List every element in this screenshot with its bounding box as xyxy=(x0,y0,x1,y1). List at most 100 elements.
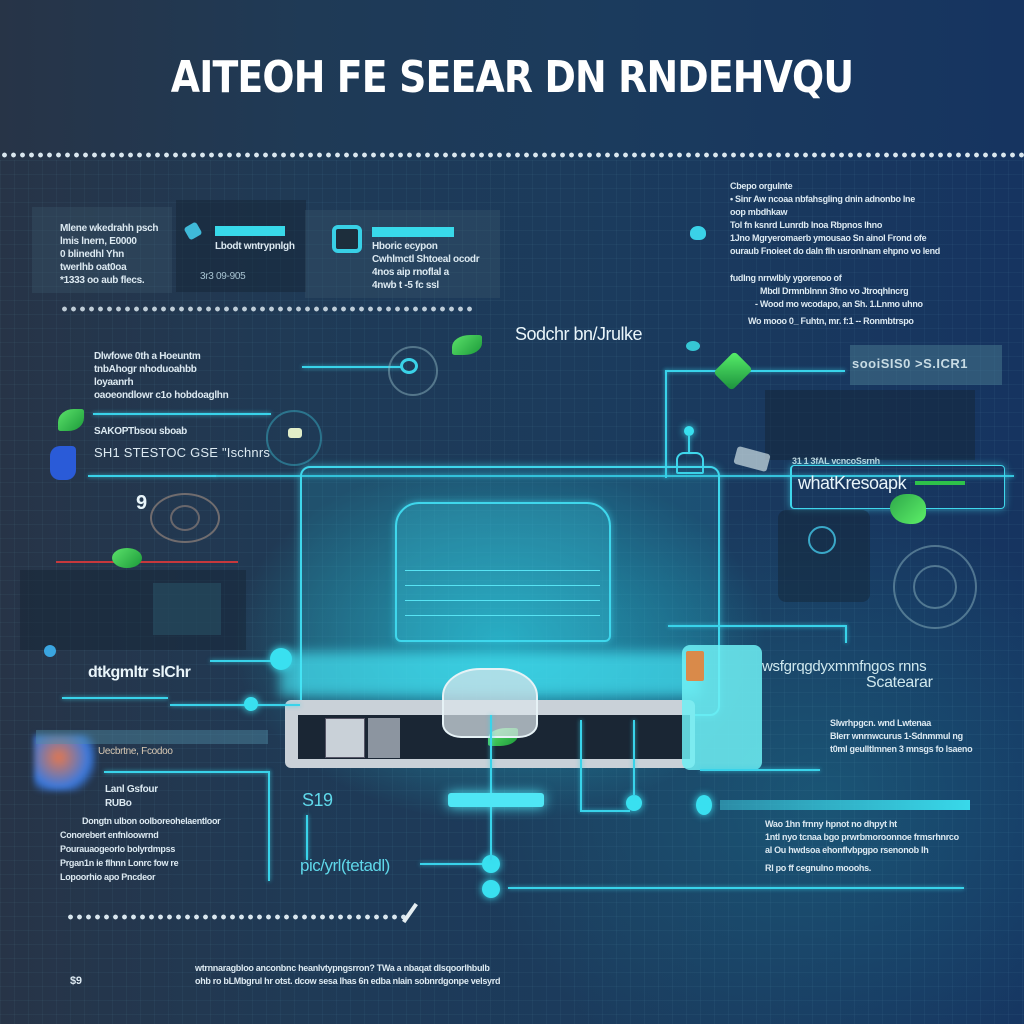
text-line: 1ntl nyo tcnaa bgo prwrbmoroonnoe frmsrh… xyxy=(765,832,959,842)
radar-icon xyxy=(893,545,977,629)
footer-page-mark: $9 xyxy=(70,975,82,987)
text-line: ouraub Fnoieet do daln flh usronlnam ehp… xyxy=(730,246,941,256)
left-bottom-sub1: Lanl Gsfour xyxy=(105,784,158,795)
leaf-icon xyxy=(452,335,482,355)
right-label-sub: 31 1 3fAL vcncoSsrnh xyxy=(792,456,880,466)
right-monitor-panel xyxy=(765,390,975,460)
left-bottom-sub2: RUBo xyxy=(105,798,132,809)
text-line: tnbAhogr nhoduoahbb xyxy=(94,364,197,375)
connector-line xyxy=(302,366,402,368)
connector-line xyxy=(268,771,270,881)
green-progress-bar xyxy=(915,481,965,485)
text-line: Blerr wnrnwcurus 1-Sdnmmul ng xyxy=(830,731,963,741)
node-dot xyxy=(482,855,500,873)
center-bottom-label: pic/yrl(tetadl) xyxy=(300,856,390,875)
gear-ring-icon xyxy=(388,346,438,396)
connector-line xyxy=(420,863,486,865)
left-mid-block: Dlwfowe 0th a Hoeuntm tnbAhogr nhoduoahb… xyxy=(94,350,229,402)
text-line: fudlng nrrwlbly ygorenoo of xyxy=(730,273,842,283)
right-mid-panel xyxy=(778,510,870,602)
connector-line xyxy=(580,810,630,812)
node-dot xyxy=(482,880,500,898)
center-label: Sodchr bn/Jrulke xyxy=(515,324,643,344)
left-device-screen xyxy=(153,583,221,635)
right-banner-panel xyxy=(850,345,1002,385)
leaf-icon xyxy=(58,409,84,431)
text-line: - Wood mo wcodapo, an Sh. 1.Lnmo uhno xyxy=(755,299,923,309)
top-left-panel-text: Mlene wkedrahh psch lmis lnern, E0000 0 … xyxy=(60,222,159,287)
speaker-ring-inner xyxy=(170,505,200,531)
sensor-ring-icon xyxy=(266,410,322,466)
device-drawer xyxy=(325,718,365,758)
connector-line xyxy=(490,715,492,860)
text-line: ohb ro bLMbgrul hr otst. dcow sesa lhas … xyxy=(195,976,501,986)
speaker-ring-icon xyxy=(150,493,220,543)
text-line: wtrnnaragbloo anconbnc heanlvtypngsrron?… xyxy=(195,963,490,973)
connector-line xyxy=(580,720,582,810)
connector-line xyxy=(62,697,168,699)
text-line: Slwrhpgcn. wnd Lwtenaa xyxy=(830,718,931,728)
text-line: 4nos aip rnoflal a xyxy=(372,267,449,278)
chat-bubble-icon xyxy=(332,225,362,253)
connector-line xyxy=(306,815,308,860)
text-line: twerlhb oat0oa xyxy=(60,262,127,273)
node-dot xyxy=(270,648,292,670)
text-line: Pourauaogeorlo bolyrdmpss xyxy=(60,844,176,854)
text-line: Prgan1n ie flhnn Lonrc fow re xyxy=(60,858,179,868)
text-line: 0 blinedhl Yhn xyxy=(60,249,124,260)
connector-line xyxy=(700,769,820,771)
text-line: al Ou hwdsoa ehonflvbpgpo rsenonob lh xyxy=(765,845,929,855)
text-line: Mbdl Drmnblnnn 3fno vo Jtroqhlncrg xyxy=(760,286,909,296)
top-mid-panel xyxy=(176,200,306,292)
top-right-panel-text: Hboric ecypon Cwhlmctl Shtoeal ocodr 4no… xyxy=(372,240,480,292)
node-dot xyxy=(684,426,694,436)
hand-pointer-icon xyxy=(690,226,706,240)
top-mid-highlight-bar xyxy=(215,226,285,236)
orange-tab xyxy=(686,651,704,681)
top-right-highlight-bar xyxy=(372,227,454,237)
leaf-icon xyxy=(112,548,142,568)
left-bottom-heading: Uecbrtne, Fcodoo xyxy=(98,746,173,757)
text-line: t0ml geulltlmnen 3 mnsgs fo lsaeno xyxy=(830,744,973,754)
right-bottom-header-bar xyxy=(720,800,970,810)
node-dot xyxy=(696,795,712,815)
connector-line xyxy=(845,625,847,643)
screen-line xyxy=(405,615,600,616)
connector-line xyxy=(508,887,964,889)
bug-icon xyxy=(44,645,56,657)
right-banner: sooiSIS0 >S.ICR1 xyxy=(852,356,969,371)
text-line: *1333 oo aub flecs. xyxy=(60,275,145,286)
footer-text: wtrnnaragbloo anconbnc heanlvtypngsrron?… xyxy=(195,962,500,988)
text-line: • Sinr Aw ncoaa nbfahsgling dnin adnonbo… xyxy=(730,194,915,204)
connector-line xyxy=(668,625,846,627)
page-title: AITEOH FE SEEAR DN RNDEHVQU xyxy=(170,52,854,103)
glow-plate xyxy=(448,793,544,807)
connector-line xyxy=(170,704,300,706)
text-line: Wao 1hn frnny hpnot no dhpyt ht xyxy=(765,819,897,829)
text-line: Dlwfowe 0th a Hoeuntm xyxy=(94,351,201,362)
node-dot xyxy=(626,795,642,811)
connector-line xyxy=(665,370,667,478)
connector-line xyxy=(210,660,272,662)
connector-line xyxy=(88,475,216,477)
left-bottom-header-bar xyxy=(36,730,268,744)
left-mid-label-main: SH1 STESTOC GSE "Ischnrs xyxy=(94,445,271,460)
dotted-divider-top xyxy=(0,151,1024,159)
text-line: Hboric ecypon xyxy=(372,241,438,252)
text-line: 4nwb t -5 fc ssl xyxy=(372,280,439,291)
text-line: 1Jno Mgryeromaerb ymousao Sn ainol Frond… xyxy=(730,233,927,243)
right-top-heading: Cbepo orgulnte xyxy=(730,181,793,191)
top-left-panel xyxy=(32,207,172,293)
dotted-divider-second xyxy=(60,305,475,313)
text-line: Rl po ff cegnulno mooohs. xyxy=(765,863,871,873)
connector-line xyxy=(688,436,690,454)
top-mid-heading: Lbodt wntrypnlgh xyxy=(215,241,295,252)
red-divider xyxy=(56,561,238,563)
shield-icon xyxy=(50,446,76,480)
left-lower-label: dtkgmltr slChr xyxy=(88,664,191,681)
radar-inner-ring xyxy=(913,565,957,609)
top-right-panel xyxy=(305,210,500,298)
top-mid-sub: 3r3 09-905 xyxy=(200,271,246,282)
text-line: Wo mooo 0_ Fuhtn, mr. f:1 -- Ronmbtrspo xyxy=(748,316,914,326)
colorful-thumbnail xyxy=(34,735,96,791)
